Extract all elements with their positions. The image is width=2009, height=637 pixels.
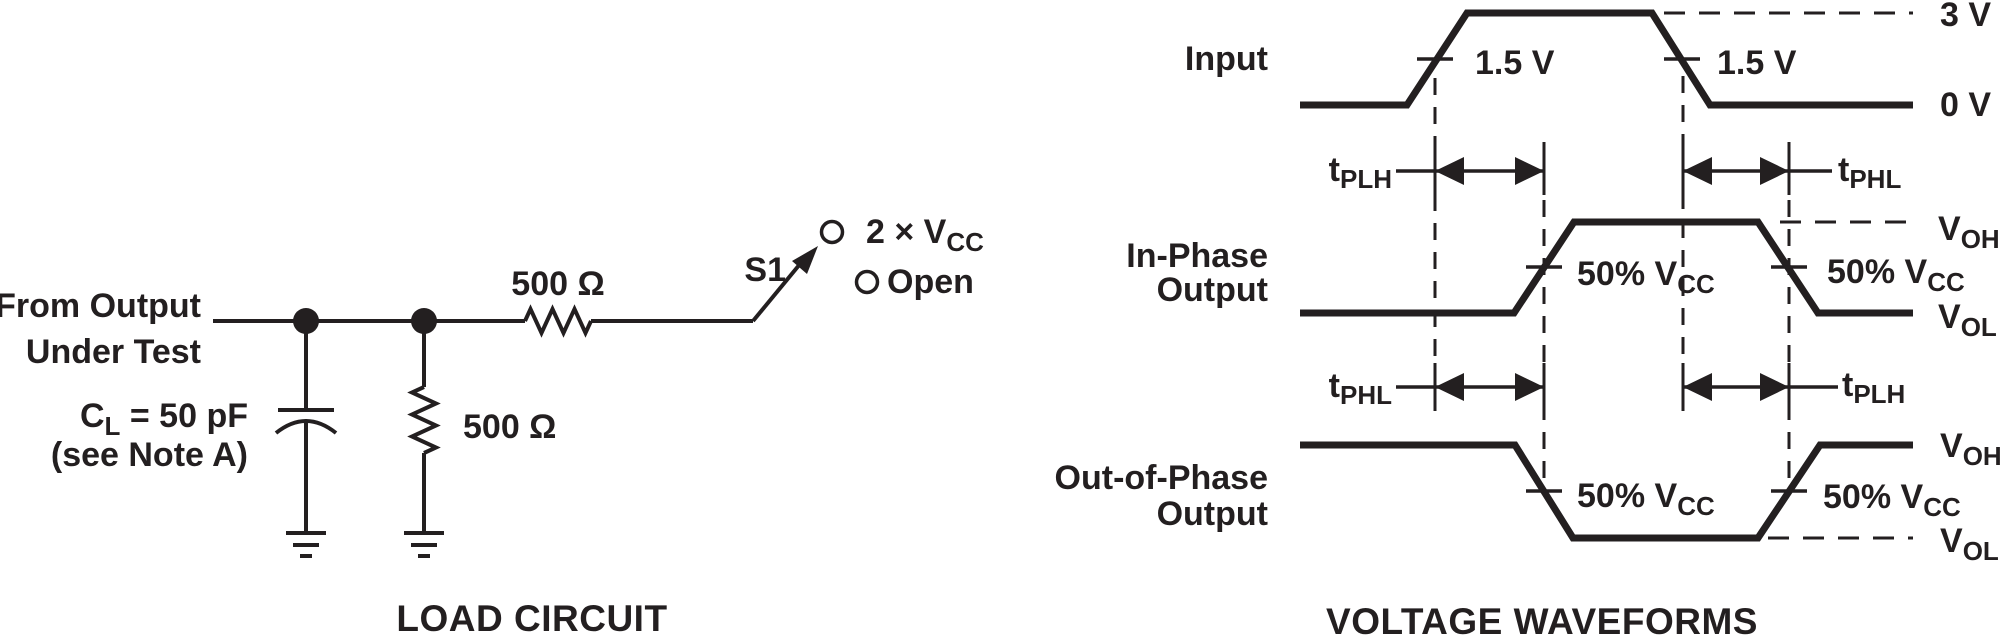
voltage-waveforms-caption: VOLTAGE WAVEFORMS <box>1326 601 1758 637</box>
pct-vcc-main: 50% V <box>1823 478 1923 516</box>
terminal-open-label: Open <box>887 263 974 301</box>
terminal-vcc-main: 2 × V <box>866 213 947 251</box>
source-label-line1: From Output <box>0 287 201 325</box>
switch-terminal-open <box>854 269 880 295</box>
voltage-waveforms: tPLH tPHL tPHL tPLH Input In-Phase Outpu… <box>1055 0 2002 637</box>
level-label-vol-inphase: VOL <box>1938 298 1997 342</box>
source-label-line2: Under Test <box>26 333 201 371</box>
level-label-voh-inphase: VOH <box>1938 210 2000 254</box>
capacitor-symbol-main: C <box>80 397 105 435</box>
in-phase-waveform-trace <box>1300 218 1913 317</box>
vol-sub: OL <box>1963 536 1999 566</box>
switch-arm <box>751 262 802 323</box>
in-phase-label-line2: Output <box>1157 271 1268 309</box>
pct-vcc-main: 50% V <box>1577 255 1677 293</box>
input-waveform-trace <box>1300 9 1913 109</box>
tplh-main: t <box>1329 151 1340 189</box>
capacitor-plate-bottom <box>274 419 338 435</box>
tplh-label-row2: tPLH <box>1842 366 1905 409</box>
tplh-sub: PLH <box>1340 164 1392 194</box>
pct-vcc-sub: CC <box>1923 492 1961 522</box>
pct-vcc-sub: CC <box>1927 267 1965 297</box>
out-of-phase-waveform-trace <box>1300 441 1913 542</box>
pct-vcc-label-outphase-left: 50% VCC <box>1577 477 1715 521</box>
arrowhead-left-row2b <box>1683 373 1712 401</box>
voh-main: V <box>1940 427 1963 465</box>
vref-label-fall: 1.5 V <box>1717 44 1797 82</box>
capacitor-note-label: (see Note A) <box>51 436 248 474</box>
tphl-main: t <box>1329 367 1340 405</box>
switch-terminal-vcc <box>819 219 845 245</box>
load-circuit: From Output Under Test CL = 50 pF (see N… <box>0 213 984 637</box>
arrowhead-right-row2b <box>1760 373 1789 401</box>
ground-symbol-resistor <box>404 531 444 558</box>
arrowhead-right-row2a <box>1515 373 1544 401</box>
pct-vcc-label-inphase-right: 50% VCC <box>1827 253 1965 297</box>
tphl-sub: PHL <box>1340 380 1392 410</box>
in-phase-label-line1: In-Phase <box>1126 237 1268 275</box>
ground-symbol-capacitor <box>286 531 326 558</box>
arrowhead-right-row1a <box>1515 157 1544 185</box>
tphl-label-row2: tPHL <box>1329 367 1392 410</box>
series-resistor-symbol <box>523 304 593 338</box>
level-label-0v: 0 V <box>1940 86 1991 124</box>
vol-main: V <box>1938 298 1961 336</box>
terminal-vcc-label: 2 × VCC <box>866 213 984 257</box>
tphl-main: t <box>1838 151 1849 189</box>
switch-arrowhead <box>792 246 818 274</box>
voh-sub: OH <box>1961 224 2000 254</box>
pct-vcc-label-inphase-left: 50% VCC <box>1577 255 1715 299</box>
vref-label-rise: 1.5 V <box>1475 44 1555 82</box>
shunt-resistor-value-label: 500 Ω <box>463 408 556 446</box>
terminal-vcc-sub: CC <box>946 227 984 257</box>
pct-vcc-sub: CC <box>1677 491 1715 521</box>
vol-main: V <box>1940 522 1963 560</box>
input-waveform-label: Input <box>1185 40 1268 78</box>
out-of-phase-label-line2: Output <box>1157 495 1268 533</box>
pct-vcc-sub: CC <box>1677 269 1715 299</box>
voh-sub: OH <box>1963 441 2002 471</box>
arrowhead-left-row1a <box>1435 157 1464 185</box>
level-label-3v: 3 V <box>1940 0 1991 34</box>
tphl-sub: PHL <box>1849 164 1901 194</box>
series-resistor-value-label: 500 Ω <box>511 265 604 303</box>
level-label-vol-outphase: VOL <box>1940 522 1999 566</box>
arrowhead-left-row1b <box>1683 157 1712 185</box>
out-of-phase-label-line1: Out-of-Phase <box>1055 459 1268 497</box>
tplh-label-row1: tPLH <box>1329 151 1392 194</box>
voh-main: V <box>1938 210 1961 248</box>
pct-vcc-label-outphase-right: 50% VCC <box>1823 478 1961 522</box>
shunt-resistor-symbol <box>407 385 441 455</box>
capacitor-value-text: = 50 pF <box>120 397 248 435</box>
vol-sub: OL <box>1961 312 1997 342</box>
level-label-voh-outphase: VOH <box>1940 427 2002 471</box>
pct-vcc-main: 50% V <box>1827 253 1927 291</box>
tplh-main: t <box>1842 366 1853 404</box>
tphl-label-row1: tPHL <box>1838 151 1901 194</box>
load-circuit-caption: LOAD CIRCUIT <box>396 598 667 637</box>
arrowhead-right-row1b <box>1760 157 1789 185</box>
arrowhead-left-row2a <box>1435 373 1464 401</box>
pct-vcc-main: 50% V <box>1577 477 1677 515</box>
capacitor-symbol-sub: L <box>105 411 121 441</box>
tplh-sub: PLH <box>1853 379 1905 409</box>
switch-label: S1 <box>744 251 786 289</box>
capacitor-value-label: CL = 50 pF <box>80 397 248 441</box>
